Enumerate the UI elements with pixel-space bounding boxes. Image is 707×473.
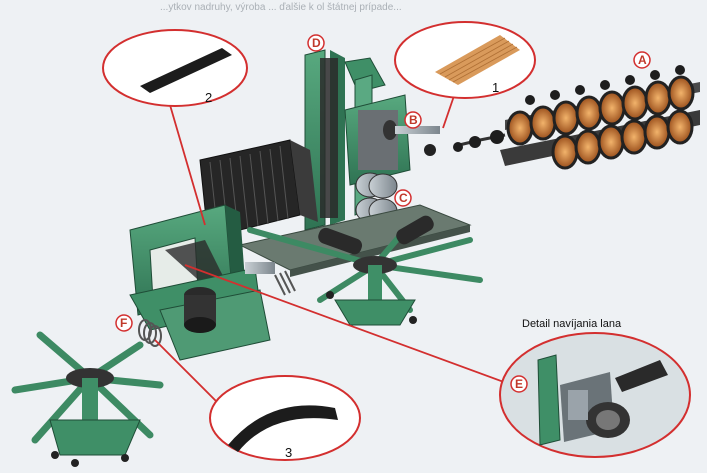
star-winder-f: [15, 320, 161, 467]
label-a: A: [634, 52, 650, 68]
header-text-fragment: ...ytkov nadruhy, výroba ... ďalšie k ol…: [160, 2, 402, 13]
label-b: B: [405, 112, 421, 128]
detail-caption: Detail navíjania lana: [522, 318, 622, 330]
callout-3: 3: [210, 376, 360, 460]
svg-text:A: A: [638, 53, 647, 67]
callout-1-number: 1: [492, 80, 499, 95]
svg-text:F: F: [120, 316, 127, 330]
svg-text:D: D: [312, 36, 321, 50]
callout-3-number: 3: [285, 445, 292, 460]
label-e: E: [511, 376, 527, 392]
label-d: D: [308, 35, 324, 51]
svg-text:E: E: [515, 377, 523, 391]
callout-2: 2: [103, 30, 247, 106]
callout-2-number: 2: [205, 90, 212, 105]
detail-e: Detail navíjania lana: [500, 318, 690, 457]
svg-text:B: B: [409, 113, 418, 127]
callout-1: 1: [395, 22, 535, 98]
svg-text:C: C: [399, 191, 408, 205]
tower-d: [305, 50, 410, 230]
label-f: F: [116, 315, 132, 331]
label-c: C: [395, 190, 411, 206]
